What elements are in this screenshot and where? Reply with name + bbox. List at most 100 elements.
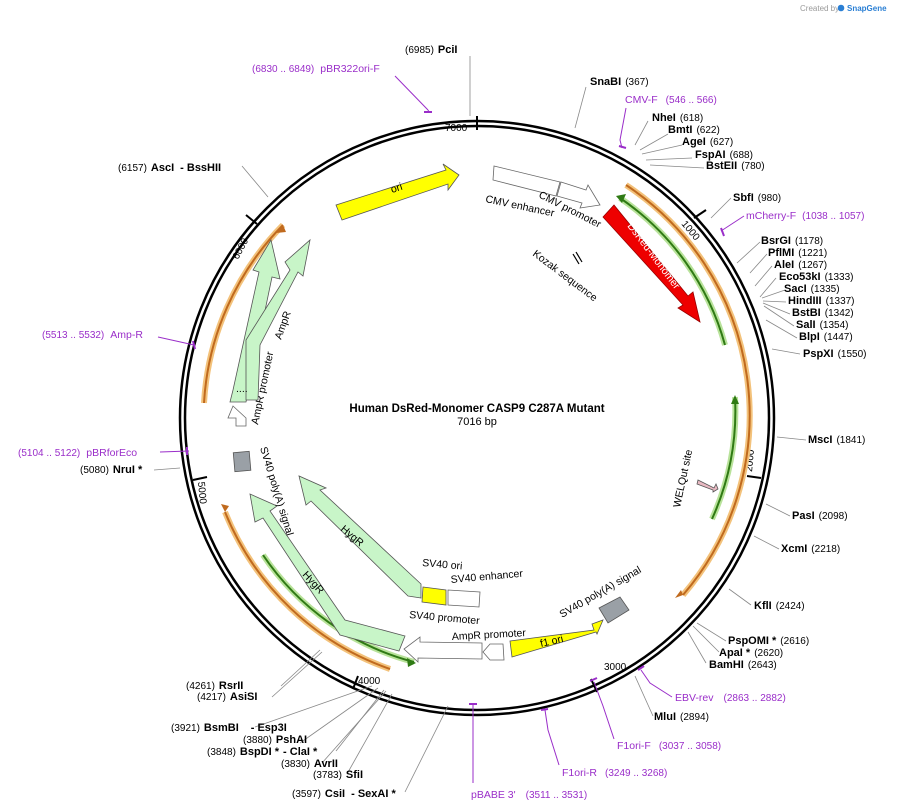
green-arc-1-core bbox=[619, 197, 726, 346]
primer-pbabe-3[interactable]: pBABE 3'(3511 .. 3531) bbox=[471, 789, 587, 801]
site-pflmi[interactable]: PflMI(1221) bbox=[768, 247, 827, 259]
site-pspxi[interactable]: PspXI(1550) bbox=[803, 348, 866, 360]
label-ellipsis: .... bbox=[236, 383, 248, 395]
site-blpi[interactable]: BlpI(1447) bbox=[799, 331, 853, 343]
orange-arrowhead-3 bbox=[276, 225, 286, 233]
snapgene-logo: SnapGene bbox=[837, 4, 887, 13]
tick-label-5000: 5000 bbox=[195, 481, 208, 505]
site-eco53ki[interactable]: Eco53kI(1333) bbox=[779, 271, 854, 283]
site-pshai[interactable]: (3880)PshAI bbox=[243, 734, 307, 746]
tick-label-4000: 4000 bbox=[358, 676, 381, 687]
primer-amp-r[interactable]: (5513 .. 5532)Amp-R bbox=[42, 329, 143, 341]
site-rsrii[interactable]: (4261)RsrII bbox=[186, 680, 243, 692]
feature-f1-ori[interactable] bbox=[509, 619, 604, 658]
site-asci-bsshii[interactable]: (6157)AscI- BssHII bbox=[118, 162, 221, 174]
feature-hygr-outer[interactable] bbox=[249, 493, 406, 652]
primer-marks bbox=[186, 111, 725, 711]
site-saci[interactable]: SacI(1335) bbox=[784, 283, 840, 295]
feature-dsred-monomer[interactable] bbox=[602, 204, 701, 323]
site-pasi[interactable]: PasI(2098) bbox=[792, 510, 848, 522]
feature-sv40-ori[interactable] bbox=[421, 586, 447, 606]
feature-hygr-inner[interactable] bbox=[298, 475, 422, 599]
primer-cmv-f[interactable]: CMV-F(546 .. 566) bbox=[625, 94, 717, 106]
label-sv40-polya-right: SV40 poly(A) signal bbox=[558, 564, 644, 621]
site-alei[interactable]: AleI(1267) bbox=[774, 259, 827, 271]
feature-cmv-promoter[interactable] bbox=[556, 181, 601, 209]
site-fspai[interactable]: FspAI(688) bbox=[695, 149, 753, 161]
tick-1000 bbox=[693, 209, 707, 219]
label-dsred-monomer: DsRed-Monomer bbox=[625, 221, 683, 292]
site-kfli[interactable]: KflI(2424) bbox=[754, 600, 805, 612]
primer-f1ori-f[interactable]: F1ori-F(3037 .. 3058) bbox=[617, 740, 721, 752]
orange-arc-hygr-core bbox=[224, 511, 391, 670]
site-sbfi[interactable]: SbfI(980) bbox=[733, 192, 781, 204]
primer-lines bbox=[157, 75, 745, 783]
feature-sv40-enhancer[interactable] bbox=[447, 589, 481, 608]
site-bsmbi-esp3i[interactable]: (3921)BsmBI- Esp3I bbox=[171, 722, 287, 734]
snapgene-brand: SnapGene bbox=[847, 4, 887, 13]
primer-pbr322ori-f[interactable]: (6830 .. 6849)pBR322ori-F bbox=[252, 63, 380, 75]
tick-6000 bbox=[245, 214, 258, 225]
feature-sv40-promoter-bottom[interactable] bbox=[403, 636, 483, 663]
primer-f1ori-r[interactable]: F1ori-R(3249 .. 3268) bbox=[562, 767, 667, 779]
site-avrii[interactable]: (3830)AvrII bbox=[281, 758, 338, 770]
site-xcmi[interactable]: XcmI(2218) bbox=[781, 543, 840, 555]
feature-sv40-polya-signal-right[interactable] bbox=[598, 596, 630, 624]
green-arrowhead-2 bbox=[731, 395, 739, 404]
site-bamhi[interactable]: BamHI(2643) bbox=[709, 659, 777, 671]
orange-arrowhead-2 bbox=[221, 504, 229, 512]
label-sv40-promoter-bottom: SV40 promoter bbox=[409, 609, 481, 627]
primer-pbrforeco[interactable]: (5104 .. 5122)pBRforEco bbox=[18, 447, 137, 459]
site-snabi[interactable]: SnaBI(367) bbox=[590, 76, 649, 88]
tick-2000 bbox=[746, 475, 762, 479]
feature-sv40-polya-signal-left[interactable] bbox=[232, 450, 252, 473]
plasmid-size: 7016 bp bbox=[457, 416, 497, 428]
site-mlui[interactable]: MluI(2894) bbox=[654, 711, 709, 723]
site-csii-sexai[interactable]: (3597)CsiI- SexAI * bbox=[292, 788, 396, 800]
orange-arc-ampr-core bbox=[203, 224, 284, 404]
site-bmti[interactable]: BmtI(622) bbox=[668, 124, 720, 136]
feature-ampr-outer[interactable] bbox=[245, 238, 311, 401]
feature-welqut-site[interactable] bbox=[696, 479, 719, 493]
label-sv40-ori: SV40 ori bbox=[422, 557, 463, 572]
kozak-mark-2 bbox=[575, 251, 583, 263]
plasmid-title: Human DsRed-Monomer CASP9 C287A Mutant bbox=[349, 403, 604, 415]
site-nrui[interactable]: (5080)NruI * bbox=[80, 464, 143, 476]
tick-label-3000: 3000 bbox=[604, 662, 627, 673]
feature-cmv-enhancer[interactable] bbox=[492, 165, 561, 197]
site-bsrgi[interactable]: BsrGI(1178) bbox=[761, 235, 823, 247]
label-f1-ori: f1 ori bbox=[539, 633, 564, 650]
site-bsteii[interactable]: BstEII(780) bbox=[706, 160, 765, 172]
orange-arc-mcherry-core bbox=[625, 184, 751, 596]
tick-5000 bbox=[192, 476, 208, 481]
feature-ampr-promoter-bottom[interactable] bbox=[482, 643, 505, 661]
kozak-mark-1 bbox=[572, 253, 580, 265]
site-msci[interactable]: MscI(1841) bbox=[808, 434, 865, 446]
green-arc-2-core bbox=[711, 396, 737, 520]
label-kozak: Kozak sequence bbox=[530, 248, 599, 304]
primer-ebv-rev[interactable]: EBV-rev(2863 .. 2882) bbox=[675, 692, 786, 704]
site-pspomi[interactable]: PspOMI *(2616) bbox=[728, 635, 809, 647]
green-arc-3-core bbox=[262, 554, 415, 663]
site-sali[interactable]: SalI(1354) bbox=[796, 319, 848, 331]
site-asisi[interactable]: (4217)AsiSI bbox=[197, 691, 257, 703]
feature-ori[interactable] bbox=[335, 163, 460, 221]
site-apai[interactable]: ApaI *(2620) bbox=[719, 647, 783, 659]
primer-mcherry-f[interactable]: mCherry-F(1038 .. 1057) bbox=[746, 210, 864, 222]
site-pcii[interactable]: (6985)PciI bbox=[405, 44, 457, 56]
site-bstbi[interactable]: BstBI(1342) bbox=[792, 307, 854, 319]
green-arrowhead-3 bbox=[407, 658, 416, 667]
restriction-sites: (6985)PciI SnaBI(367) NheI(618) BmtI(622… bbox=[80, 44, 866, 800]
green-arrowhead-1 bbox=[616, 194, 626, 203]
site-sfii[interactable]: (3783)SfiI bbox=[313, 769, 363, 781]
leader-lines bbox=[153, 56, 807, 793]
feature-ampr-promoter-left[interactable] bbox=[227, 405, 247, 427]
site-agei[interactable]: AgeI(627) bbox=[682, 136, 733, 148]
label-welqut: WELQut site bbox=[671, 448, 695, 508]
site-hindiii[interactable]: HindIII(1337) bbox=[788, 295, 855, 307]
site-nhei[interactable]: NheI(618) bbox=[652, 112, 703, 124]
tick-label-7000: 7000 bbox=[445, 123, 468, 134]
site-bspdi-clai[interactable]: (3848)BspDI *- ClaI * bbox=[207, 746, 318, 758]
tick-4000 bbox=[352, 675, 359, 690]
